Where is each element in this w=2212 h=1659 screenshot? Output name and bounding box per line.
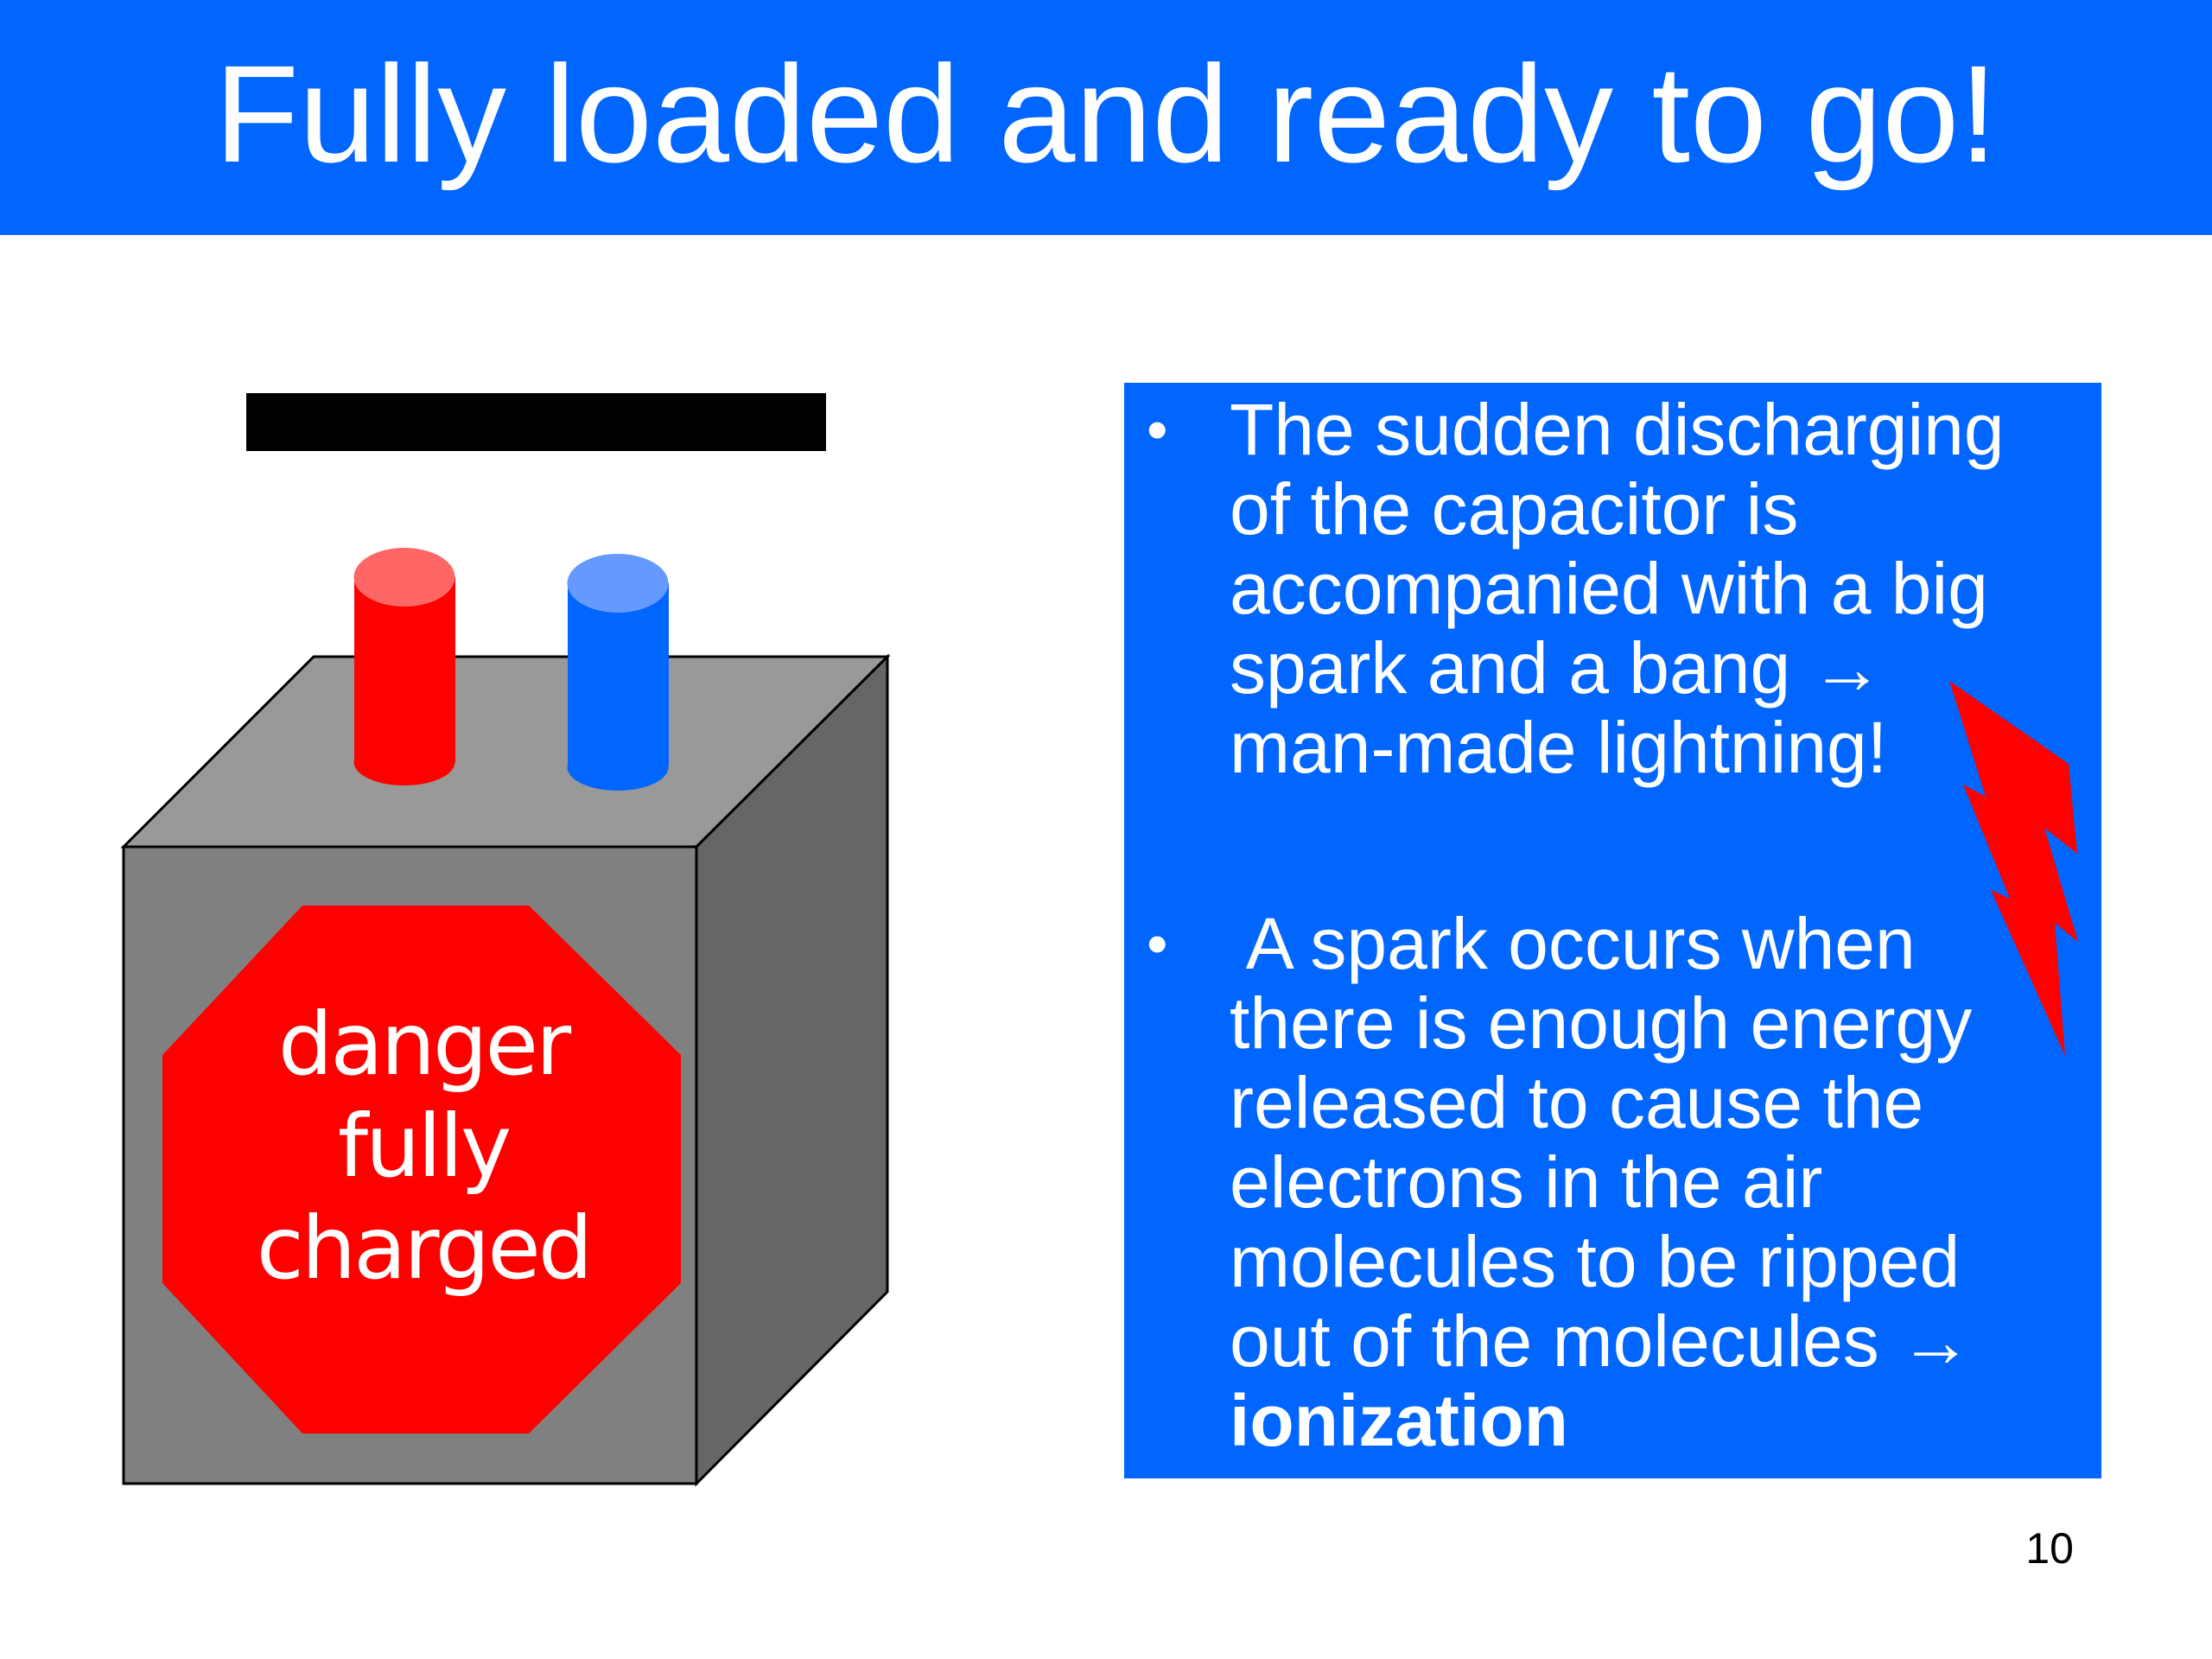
warning-sign-text: danger fully charged	[164, 994, 683, 1300]
bullet-text: The sudden discharging of the capacitor …	[1230, 390, 2059, 787]
bullet-line-bold-term: ionization	[1230, 1380, 1568, 1461]
title-bar: Fully loaded and ready to go!	[0, 0, 2212, 235]
warning-line: fully	[337, 1096, 512, 1197]
bullet-dot: •	[1147, 396, 1168, 463]
slide-title: Fully loaded and ready to go!	[214, 36, 1998, 191]
bullet-dot: •	[1147, 910, 1168, 977]
bullet-line: electrons in the air	[1230, 1141, 1823, 1223]
bullet-line: The sudden discharging	[1230, 389, 2005, 470]
bullet-line: released to cause the	[1230, 1062, 1924, 1143]
capacitor-plate	[246, 393, 826, 451]
bullet-line: of the capacitor is	[1230, 468, 1799, 550]
bullet-line: spark and a bang →	[1230, 627, 1884, 709]
bullet-line: accompanied with a big	[1230, 548, 1988, 629]
negative-terminal	[567, 554, 669, 791]
bullet-line: molecules to be ripped	[1230, 1221, 1961, 1302]
positive-terminal	[353, 548, 455, 785]
info-box: • The sudden discharging of the capacito…	[1124, 383, 2101, 1478]
bullet-line: there is enough energy	[1230, 982, 1973, 1064]
warning-line: danger	[277, 994, 571, 1095]
bullet-text: A spark occurs when there is enough ener…	[1230, 904, 2059, 1460]
warning-line: charged	[256, 1198, 593, 1299]
warning-sign-octagon	[162, 906, 681, 1433]
bullet-line: out of the molecules →	[1230, 1300, 1973, 1382]
bullet-line: man-made lightning!	[1230, 707, 1888, 788]
page-number: 10	[2025, 1524, 2074, 1573]
bullet-line: A spark occurs when	[1230, 903, 1916, 984]
